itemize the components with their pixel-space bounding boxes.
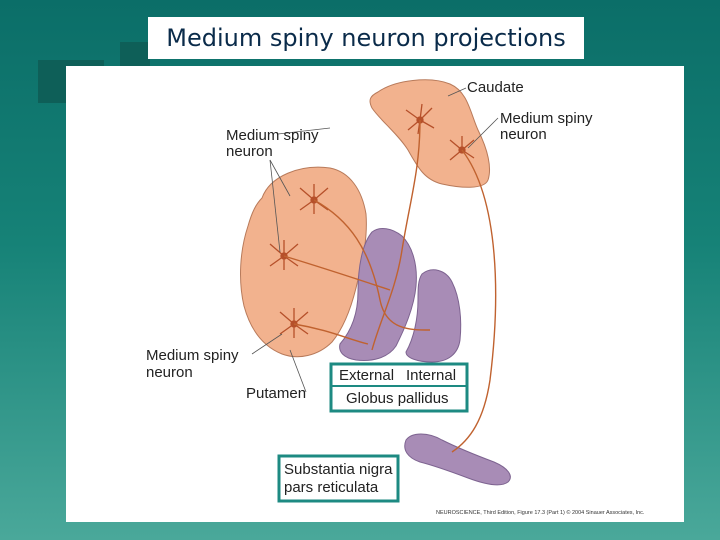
figure-credit: NEUROSCIENCE, Third Edition, Figure 17.3… (436, 509, 645, 516)
label-msn-lower-2: neuron (146, 364, 193, 381)
label-msn-lower-1: Medium spiny (146, 347, 239, 364)
gp-external-shape (339, 228, 417, 361)
snr-label-box (277, 454, 400, 503)
label-snr-2: pars reticulata (284, 479, 379, 496)
gp-label-box (329, 362, 469, 413)
leader-lines (251, 87, 499, 393)
slide-title: Medium spiny neuron projections (148, 17, 584, 59)
gp-internal-shape (405, 269, 462, 363)
axon-projections (283, 119, 497, 453)
label-external: External (339, 367, 394, 384)
label-caudate: Caudate (467, 79, 524, 96)
label-globus-pallidus: Globus pallidus (346, 390, 449, 407)
caudate-shape (369, 79, 491, 188)
label-putamen: Putamen (246, 385, 306, 402)
snr-shape (404, 433, 511, 486)
label-msn-right-1: Medium spiny (500, 110, 593, 127)
label-msn-upper-1: Medium spiny (226, 127, 319, 144)
label-msn-right-2: neuron (500, 126, 547, 143)
label-snr-1: Substantia nigra (284, 461, 393, 478)
label-msn-upper-2: neuron (226, 143, 273, 160)
label-internal: Internal (406, 367, 456, 384)
